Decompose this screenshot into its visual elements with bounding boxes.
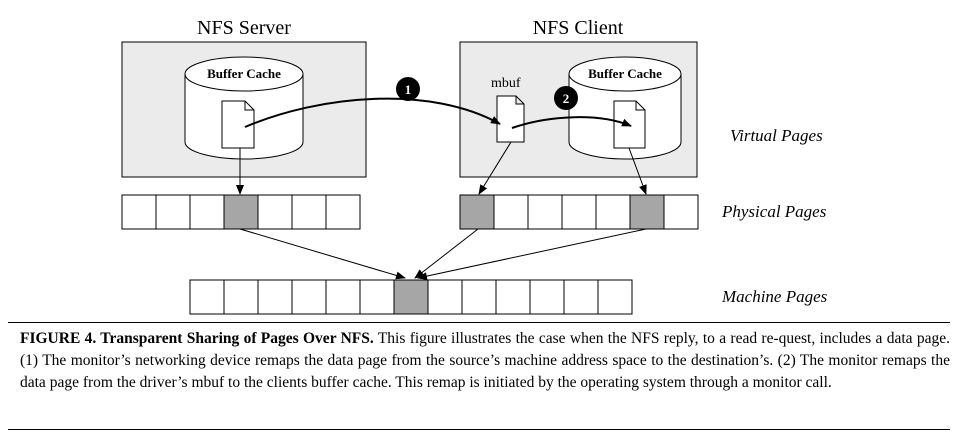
server-physical-page-cell [189,194,225,230]
step-1-badge [396,77,420,101]
server-physical-to-machine-arrow [239,228,406,280]
mbuf-label: mbuf [491,76,521,91]
step-2-label: 2 [563,91,570,106]
client-physical-page-cell [527,194,563,230]
machine-page-cell [223,279,259,315]
machine-page-cell [563,279,599,315]
server-physical-pages-row [121,194,361,230]
machine-page-cell [291,279,327,315]
client-physical-page-cell [663,194,699,230]
machine-pages-row [189,279,633,315]
machine-pages-label: Machine Pages [721,287,828,306]
client-physical-to-machine-arrow [417,228,647,281]
physical-pages-label: Physical Pages [721,202,827,221]
figure-caption: FIGURE 4. Transparent Sharing of Pages O… [8,322,950,430]
client-physical-page-cell [493,194,529,230]
step-1-label: 1 [405,82,412,97]
machine-page-cell [495,279,531,315]
caption-title: FIGURE 4. Transparent Sharing of Pages O… [20,330,374,347]
server-physical-page-cell [121,194,157,230]
mbuf-virtual-to-physical-arrow [478,141,512,195]
step-2-badge [554,86,578,110]
machine-page-cell [189,279,225,315]
machine-page-cell [529,279,565,315]
client-physical-page-cell [595,194,631,230]
server-title: NFS Server [197,17,291,39]
machine-page-cell [597,279,633,315]
caption-body: This figure illustrates the case when th… [20,330,950,391]
client-physical-page-cell-shaded [629,194,665,230]
remap-arrow-1 [244,97,501,128]
mbuf-page-icon [496,95,525,143]
client-cache-label: Buffer Cache [588,66,662,81]
client-title: NFS Client [533,17,624,39]
machine-page-cell [325,279,361,315]
machine-page-cell-shaded [393,279,429,315]
server-physical-page-cell [325,194,361,230]
client-physical-pages-row [459,194,699,230]
client-physical-page-cell [561,194,597,230]
server-physical-page-cell [291,194,327,230]
machine-page-cell [257,279,293,315]
server-physical-page-cell-shaded [223,194,259,230]
client-virtual-to-physical-arrow [628,147,647,195]
server-cache-label: Buffer Cache [207,66,281,81]
server-physical-page-cell [155,194,191,230]
remap-arrow-2 [511,116,632,129]
mbuf-physical-to-machine-arrow [414,228,479,279]
machine-page-cell [359,279,395,315]
server-physical-page-cell [257,194,293,230]
virtual-pages-label: Virtual Pages [730,126,823,145]
server-page-icon [221,100,255,149]
client-physical-page-cell-shaded [459,194,495,230]
machine-page-cell [427,279,463,315]
machine-page-cell [461,279,497,315]
